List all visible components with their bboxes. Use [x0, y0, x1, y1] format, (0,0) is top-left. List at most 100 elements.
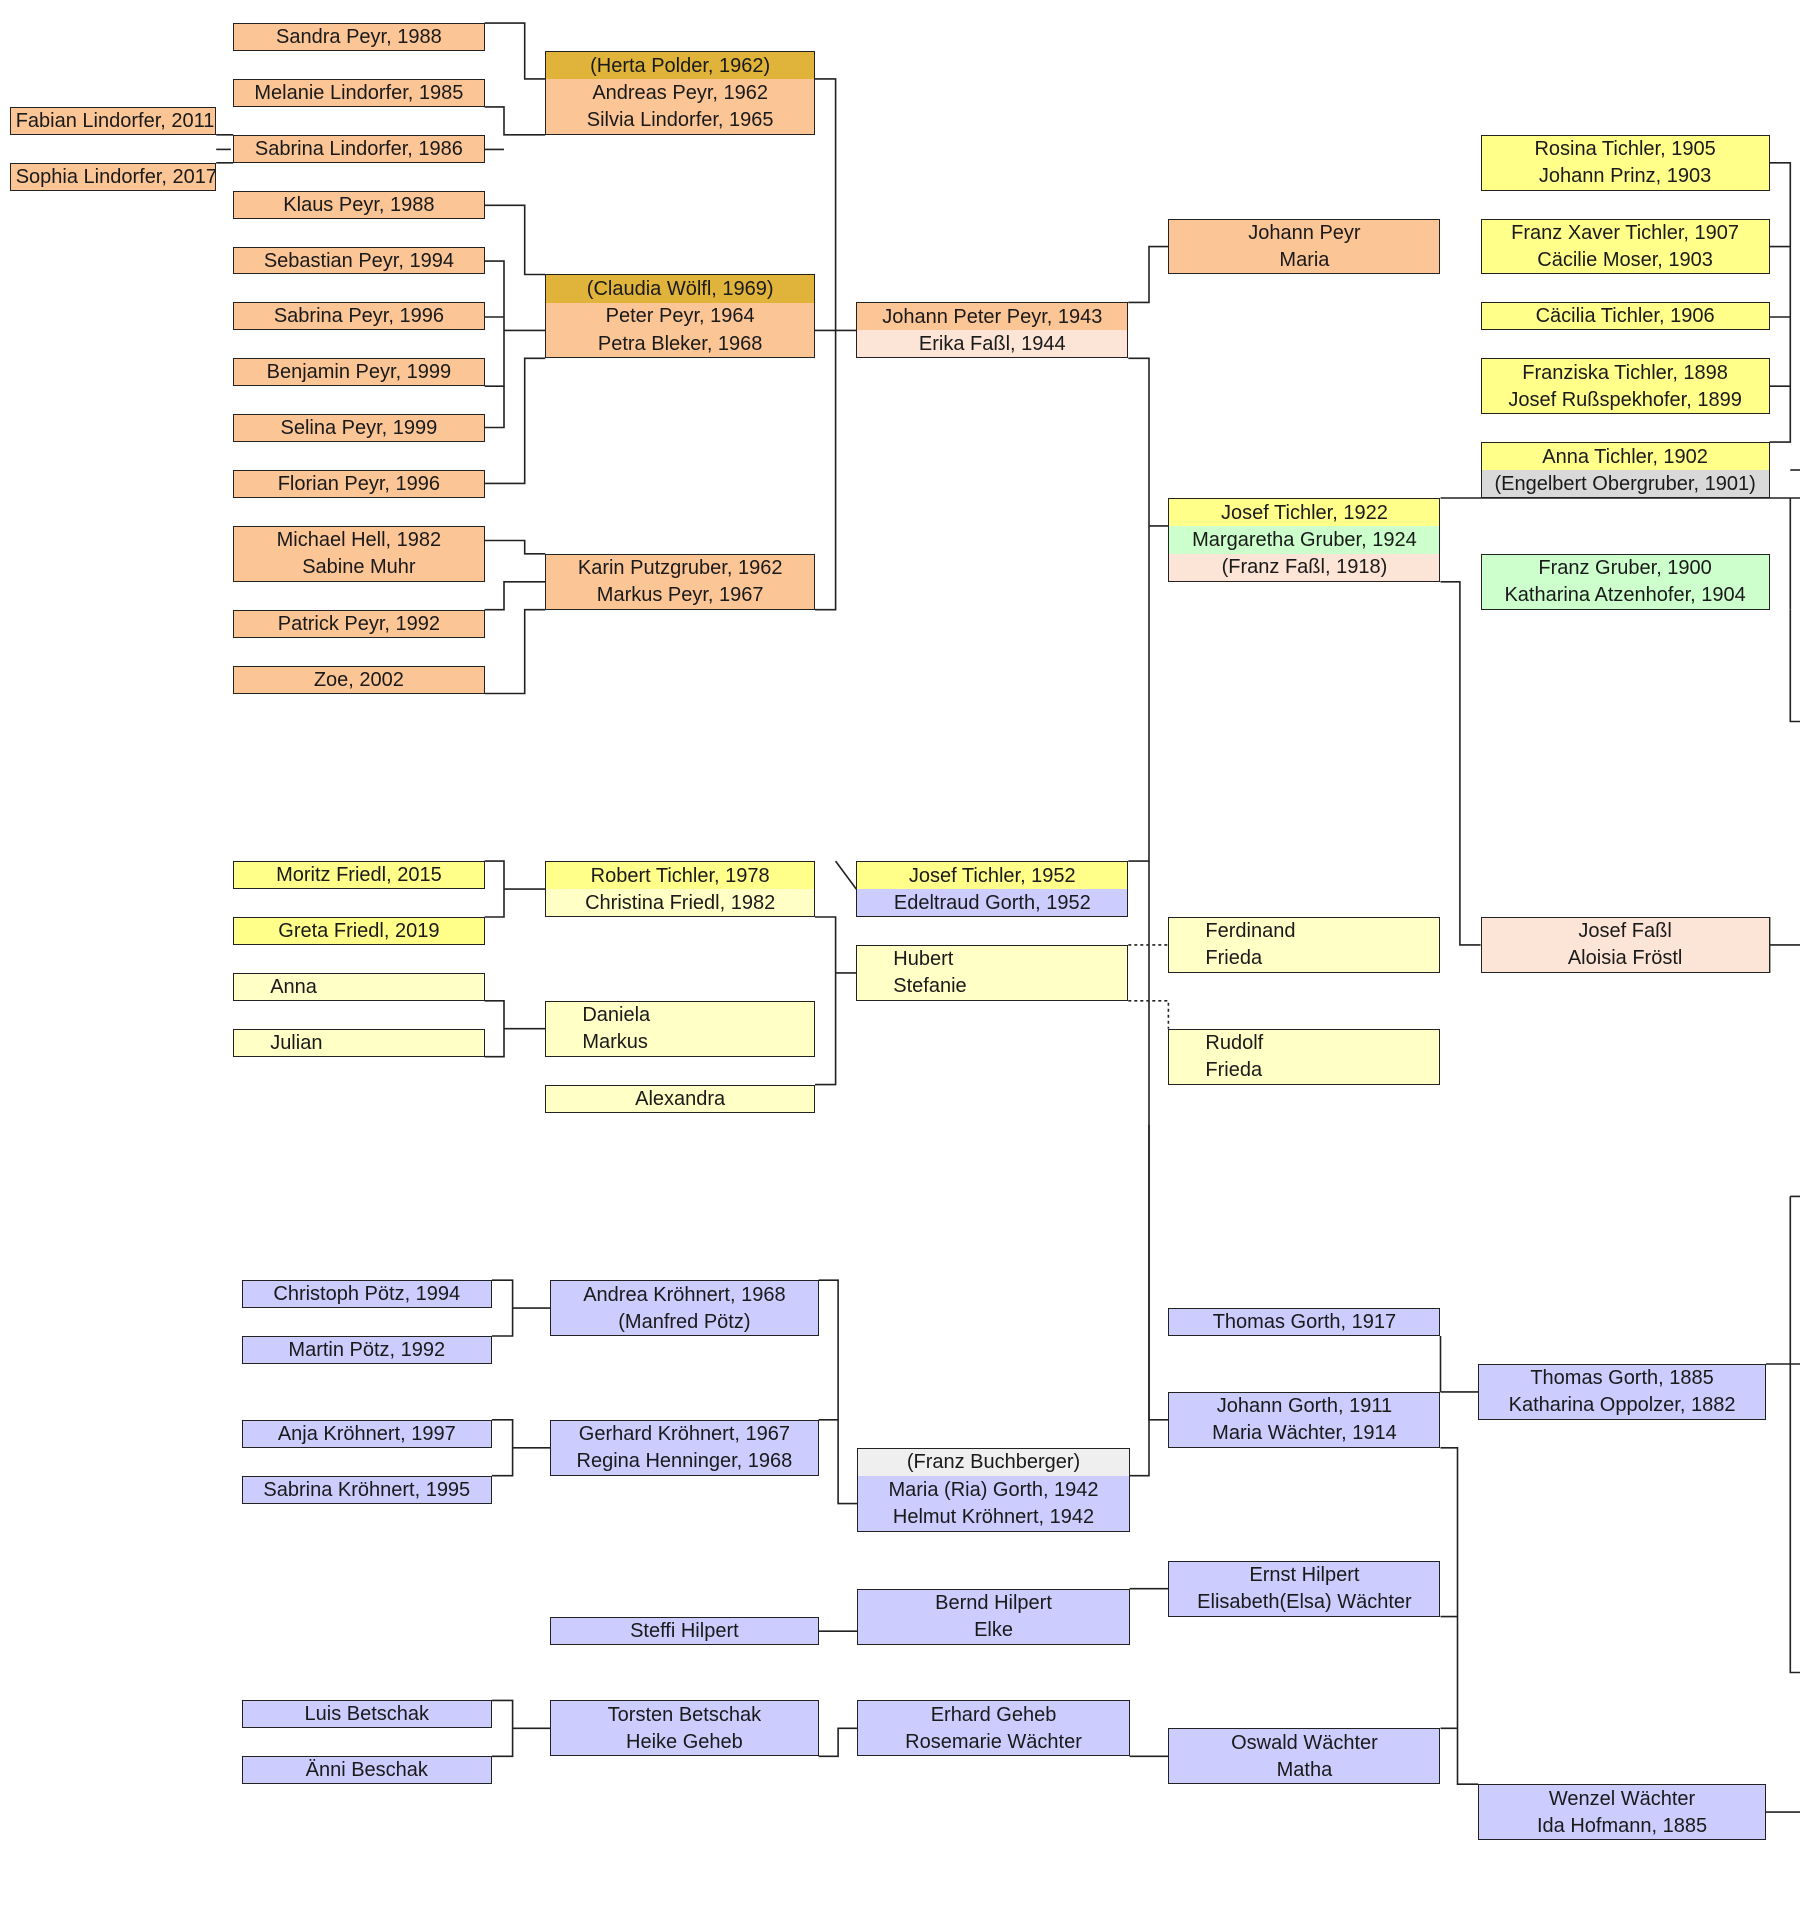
person-name: Robert Tichler, 1978	[546, 862, 814, 890]
person-name: Sandra Peyr, 1988	[234, 24, 484, 50]
person-name: Sophia Lindorfer, 2017	[10, 163, 216, 190]
person-name: Torsten Betschak	[551, 1701, 818, 1729]
connector	[491, 1279, 514, 1337]
person-name: Thomas Gorth, 1885	[1479, 1364, 1765, 1392]
person-name: Markus Peyr, 1967	[546, 581, 814, 609]
person-name: Johann Prinz, 1903	[1481, 162, 1769, 190]
person-name: Anna Tichler, 1902	[1481, 443, 1769, 471]
connector	[484, 860, 505, 918]
connector	[484, 580, 546, 611]
person-box-melanie-lindorfer: Melanie Lindorfer, 1985	[233, 78, 485, 107]
connector	[491, 1419, 514, 1477]
connector	[818, 1279, 858, 1505]
connector	[1789, 609, 1800, 723]
person-name: Melanie Lindorfer, 1985	[234, 79, 484, 106]
person-name: Selina Peyr, 1999	[234, 415, 484, 442]
person-name: Josef Rußspekhofer, 1899	[1481, 386, 1769, 414]
person-box-klaus-peyr: Klaus Peyr, 1988	[233, 190, 485, 219]
person-name: Johann Peyr	[1169, 219, 1440, 247]
person-name: Oswald Wächter	[1169, 1729, 1440, 1757]
person-name: Erhard Geheb	[858, 1701, 1129, 1729]
connector	[484, 22, 546, 80]
person-name: Petra Bleker, 1968	[546, 330, 814, 358]
person-name: Elke	[858, 1616, 1129, 1644]
connector	[484, 204, 546, 276]
person-name: Florian Peyr, 1996	[234, 471, 484, 497]
person-name: Christoph Pötz, 1994	[242, 1281, 491, 1308]
person-box-fabian-lindorfer: Fabian Lindorfer, 2011	[9, 106, 217, 135]
person-box-sebastian-peyr: Sebastian Peyr, 1994	[233, 246, 485, 275]
person-box-sabrina-lindorfer: Sabrina Lindorfer, 1986	[233, 134, 485, 163]
person-name: Benjamin Peyr, 1999	[234, 359, 484, 386]
connector	[484, 608, 546, 695]
connector	[1128, 1124, 1150, 1477]
person-name: Franz Xaver Tichler, 1907	[1481, 219, 1769, 247]
person-name: Elisabeth(Elsa) Wächter	[1169, 1588, 1440, 1616]
person-name: Edeltraud Gorth, 1952	[857, 889, 1128, 916]
person-name: (Herta Polder, 1962)	[546, 52, 814, 80]
person-box-sandra-peyr: Sandra Peyr, 1988	[233, 23, 485, 51]
dashed-connector	[1128, 999, 1170, 1029]
person-name: Änni Beschak	[242, 1757, 491, 1784]
connector	[484, 386, 505, 429]
person-name: (Claudia Wölfl, 1969)	[546, 275, 814, 303]
person-box-julian: Julian	[233, 1028, 485, 1057]
person-name: Ernst Hilpert	[1169, 1561, 1440, 1589]
connector	[834, 860, 857, 890]
person-box-sophia-lindorfer: Sophia Lindorfer, 2017	[9, 162, 217, 191]
person-name: Aloisia Fröstl	[1481, 944, 1769, 972]
person-name: (Engelbert Obergruber, 1901)	[1481, 470, 1769, 497]
person-box-anna: Anna	[233, 972, 485, 1001]
person-name: Andrea Kröhnert, 1968	[551, 1281, 818, 1309]
person-name: Michael Hell, 1982	[234, 526, 484, 554]
person-name: Matha	[1169, 1756, 1440, 1784]
person-name: Andreas Peyr, 1962	[546, 79, 814, 107]
person-name: Johann Peter Peyr, 1943	[857, 303, 1128, 331]
person-box-selina-peyr: Selina Peyr, 1999	[233, 414, 485, 443]
person-name: Stefanie	[857, 972, 1128, 1000]
person-box-christoph-potz: Christoph Pötz, 1994	[241, 1280, 492, 1309]
person-name: Maria (Ria) Gorth, 1942	[858, 1476, 1129, 1504]
person-box-sabrina-krohnert: Sabrina Kröhnert, 1995	[241, 1475, 492, 1504]
person-box-greta-friedl: Greta Friedl, 2019	[233, 917, 485, 945]
person-name: Martin Pötz, 1992	[242, 1337, 491, 1363]
person-box-andrea-krohnert: Andrea Kröhnert, 1968(Manfred Pötz)	[550, 1280, 819, 1337]
person-name: Heike Geheb	[551, 1728, 818, 1756]
person-name: Anja Kröhnert, 1997	[242, 1420, 491, 1447]
person-box-martin-potz: Martin Pötz, 1992	[241, 1336, 492, 1364]
person-name: Katharina Atzenhofer, 1904	[1481, 581, 1769, 609]
person-box-moritz-friedl: Moritz Friedl, 2015	[233, 861, 485, 890]
connector	[815, 916, 837, 1086]
person-name: Patrick Peyr, 1992	[234, 610, 484, 637]
person-name: Josef Tichler, 1952	[857, 862, 1128, 890]
person-name: Maria Wächter, 1914	[1169, 1419, 1440, 1447]
person-name: Peter Peyr, 1964	[546, 302, 814, 331]
person-name: Cäcilie Moser, 1903	[1481, 246, 1769, 274]
person-name: Sabrina Lindorfer, 1986	[234, 135, 484, 162]
person-name: Rudolf	[1169, 1029, 1440, 1057]
person-name: Thomas Gorth, 1917	[1169, 1309, 1440, 1336]
person-name: Frieda	[1169, 1056, 1440, 1084]
person-name: Gerhard Kröhnert, 1967	[551, 1420, 818, 1448]
connector	[818, 1727, 858, 1758]
person-box-anja-krohnert: Anja Kröhnert, 1997	[241, 1419, 492, 1448]
person-box-zoe: Zoe, 2002	[233, 665, 485, 694]
